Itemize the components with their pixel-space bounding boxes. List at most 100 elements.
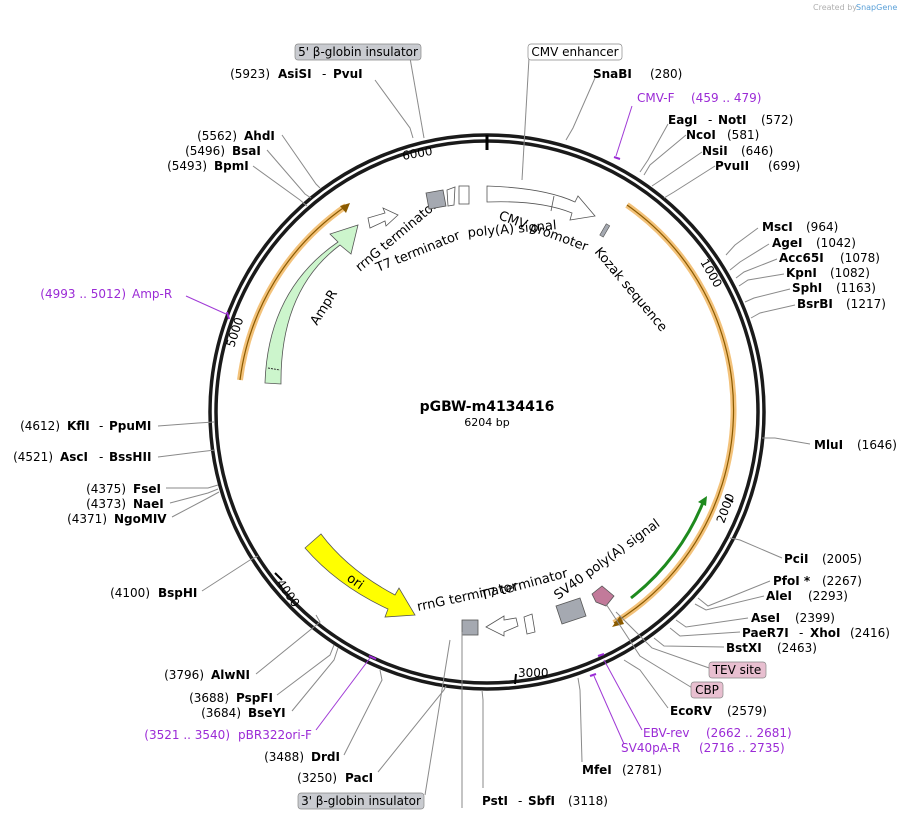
site-ppumi[interactable]: PpuMI — [109, 419, 151, 433]
site-msci[interactable]: MscI — [762, 220, 793, 234]
t7-terminator-bottom-box — [523, 613, 536, 635]
site-acc65i[interactable]: Acc65I — [779, 251, 824, 265]
site-noti[interactable]: NotI — [718, 113, 747, 127]
site-bsshii[interactable]: BssHII — [109, 450, 151, 464]
site-ecorv[interactable]: EcoRV — [670, 704, 713, 718]
svg-text:(280): (280) — [650, 67, 682, 81]
svg-text:(5562): (5562) — [197, 129, 237, 143]
site-asisi[interactable]: AsiSI — [278, 67, 312, 81]
site-fsei[interactable]: FseI — [133, 482, 161, 496]
svg-text:(699): (699) — [768, 159, 800, 173]
svg-text:-: - — [799, 626, 803, 640]
svg-text:(3488): (3488) — [264, 750, 304, 764]
site-asci[interactable]: AscI — [60, 450, 88, 464]
svg-text:(3684): (3684) — [201, 706, 241, 720]
site-pspfi[interactable]: PspFI — [236, 691, 273, 705]
rrng-terminator-bottom-arrow — [485, 615, 519, 637]
site-sphi[interactable]: SphI — [792, 281, 822, 295]
svg-text:(2781): (2781) — [622, 763, 662, 777]
svg-text:(2416): (2416) — [850, 626, 890, 640]
primer-sv40pa-r-name[interactable]: SV40pA-R — [621, 741, 680, 755]
primer-ebv-rev-range: (2662 .. 2681) — [706, 726, 792, 740]
site-pvui[interactable]: PvuI — [333, 67, 363, 81]
svg-text:(2463): (2463) — [777, 641, 817, 655]
ampr-arrow — [264, 224, 359, 385]
site-kfli[interactable]: KflI — [67, 419, 90, 433]
cbp-label[interactable]: CBP — [690, 681, 724, 699]
svg-text:(4373): (4373) — [86, 497, 126, 511]
svg-text:(3250): (3250) — [297, 771, 337, 785]
site-snabi[interactable]: SnaBI — [593, 67, 632, 81]
site-agei[interactable]: AgeI — [772, 236, 802, 250]
site-paci[interactable]: PacI — [345, 771, 373, 785]
svg-text:(2267): (2267) — [822, 574, 862, 588]
site-bstxi[interactable]: BstXI — [726, 641, 762, 655]
site-mfei[interactable]: MfeI — [582, 763, 612, 777]
svg-text:(572): (572) — [761, 113, 793, 127]
site-mlui[interactable]: MluI — [814, 438, 843, 452]
svg-text:-: - — [708, 113, 712, 127]
cmv-enhancer-label[interactable]: CMV enhancer — [527, 43, 623, 61]
site-nsii[interactable]: NsiI — [702, 144, 728, 158]
site-paer7i[interactable]: PaeR7I — [742, 626, 789, 640]
primer-leaders — [185, 105, 643, 745]
site-leaders — [157, 77, 811, 788]
plasmid-name: pGBW-m4134416 — [420, 399, 555, 415]
site-alwni[interactable]: AlwNI — [211, 668, 250, 682]
site-ngomiv[interactable]: NgoMIV — [114, 512, 167, 526]
svg-text:-: - — [99, 419, 103, 433]
polya-signal-box — [458, 185, 470, 205]
green-arc — [630, 499, 706, 600]
ori-arrow — [304, 533, 416, 618]
site-bpmi[interactable]: BpmI — [214, 159, 249, 173]
svg-text:-: - — [99, 450, 103, 464]
primer-cmv-f-name[interactable]: CMV-F — [637, 91, 675, 105]
site-asei[interactable]: AseI — [751, 611, 780, 625]
created-by-text: Created by — [813, 3, 857, 12]
snapgene-logo-text: SnapGene — [856, 3, 897, 12]
beta-globin-5-label[interactable]: 5' β-globin insulator — [294, 43, 422, 61]
svg-text:(3796): (3796) — [164, 668, 204, 682]
primer-pbr322ori-f-range: (3521 .. 3540) — [144, 728, 230, 742]
primer-pbr322ori-f-name[interactable]: pBR322ori-F — [238, 728, 312, 742]
primer-ebv-rev-name[interactable]: EBV-rev — [643, 726, 689, 740]
site-sbfi[interactable]: SbfI — [528, 794, 555, 808]
tev-cbp-feature — [591, 585, 615, 607]
primer-amp-r-name[interactable]: Amp-R — [132, 287, 172, 301]
site-naei[interactable]: NaeI — [133, 497, 164, 511]
site-xhoi[interactable]: XhoI — [810, 626, 841, 640]
site-bseyi[interactable]: BseYI — [248, 706, 286, 720]
svg-text:(581): (581) — [727, 128, 759, 142]
site-drdi[interactable]: DrdI — [311, 750, 340, 764]
site-pvuii[interactable]: PvuII — [715, 159, 749, 173]
svg-text:(2399): (2399) — [795, 611, 835, 625]
kozak-label: Kozak sequence — [591, 245, 670, 335]
svg-text:CBP: CBP — [695, 683, 719, 697]
svg-text:(3118): (3118) — [568, 794, 608, 808]
site-bsphi[interactable]: BspHI — [158, 586, 197, 600]
site-kpni[interactable]: KpnI — [786, 266, 817, 280]
beta-globin-3-label[interactable]: 3' β-globin insulator — [297, 792, 425, 810]
site-pfoi[interactable]: PfoI * — [773, 574, 811, 588]
tev-site-label[interactable]: TEV site — [708, 661, 767, 679]
svg-text:CMV enhancer: CMV enhancer — [531, 45, 618, 59]
beta-globin-3-box — [461, 619, 479, 636]
svg-text:(1042): (1042) — [816, 236, 856, 250]
rrng-terminator-top-arrow — [367, 207, 399, 229]
site-ahdi[interactable]: AhdI — [244, 129, 275, 143]
svg-text:(4100): (4100) — [110, 586, 150, 600]
site-alei[interactable]: AleI — [766, 589, 792, 603]
site-pcii[interactable]: PciI — [784, 552, 809, 566]
svg-text:-: - — [322, 67, 326, 81]
site-bsrbi[interactable]: BsrBI — [797, 297, 833, 311]
svg-text:(2005): (2005) — [822, 552, 862, 566]
plasmid-size: 6204 bp — [464, 416, 509, 429]
site-ncoi[interactable]: NcoI — [686, 128, 716, 142]
cmv-promoter-arrow — [486, 185, 596, 221]
svg-text:(4612): (4612) — [20, 419, 60, 433]
site-psti[interactable]: PstI — [482, 794, 508, 808]
site-eagi[interactable]: EagI — [668, 113, 697, 127]
site-bsai[interactable]: BsaI — [232, 144, 261, 158]
svg-text:(1082): (1082) — [830, 266, 870, 280]
sv40-polya-box — [555, 597, 587, 625]
